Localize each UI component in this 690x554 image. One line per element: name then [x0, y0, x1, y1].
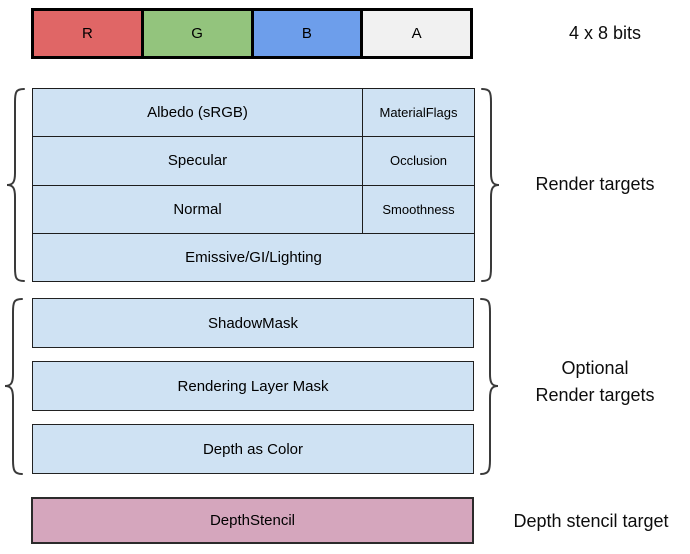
optional-render-targets-label: Optional Render targets: [502, 355, 688, 409]
channel-cell-a: A: [360, 11, 470, 56]
curly-brace-left-icon: [6, 88, 25, 282]
box-shadowmask: ShadowMask: [32, 298, 474, 348]
table-row-specular: Specular Occlusion: [33, 136, 474, 185]
channel-cell-r: R: [34, 11, 141, 56]
bits-caption: 4 x 8 bits: [568, 23, 642, 43]
depth-stencil-target-label: Depth stencil target: [513, 511, 669, 531]
curly-brace-left-icon: [4, 298, 23, 475]
cell-smoothness: Smoothness: [362, 185, 474, 233]
render-targets-label: Render targets: [535, 174, 655, 194]
render-targets-table: Albedo (sRGB) MaterialFlags Specular Occ…: [32, 88, 475, 282]
cell-materialflags: MaterialFlags: [362, 89, 474, 137]
optional-label-line2: Render targets: [535, 385, 655, 405]
cell-specular: Specular: [167, 152, 228, 170]
cell-emissive: Emissive/GI/Lighting: [185, 248, 322, 266]
cell-occlusion: Occlusion: [362, 137, 474, 185]
table-row-albedo: Albedo (sRGB) MaterialFlags: [33, 89, 474, 137]
channel-cell-b: B: [250, 11, 361, 56]
channel-bit-bar: R G B A: [31, 8, 473, 59]
optional-label-line1: Optional: [561, 358, 629, 378]
curly-brace-right-icon: [481, 88, 500, 282]
table-row-normal: Normal Smoothness: [33, 184, 474, 233]
box-rendering-layer-mask: Rendering Layer Mask: [32, 361, 474, 411]
box-depthstencil: DepthStencil: [31, 497, 474, 544]
channel-cell-g: G: [140, 11, 251, 56]
cell-normal: Normal: [173, 200, 222, 218]
table-row-emissive: Emissive/GI/Lighting: [33, 232, 474, 281]
box-depth-as-color: Depth as Color: [32, 424, 474, 474]
curly-brace-right-icon: [480, 298, 499, 475]
cell-albedo: Albedo (sRGB): [147, 104, 248, 122]
